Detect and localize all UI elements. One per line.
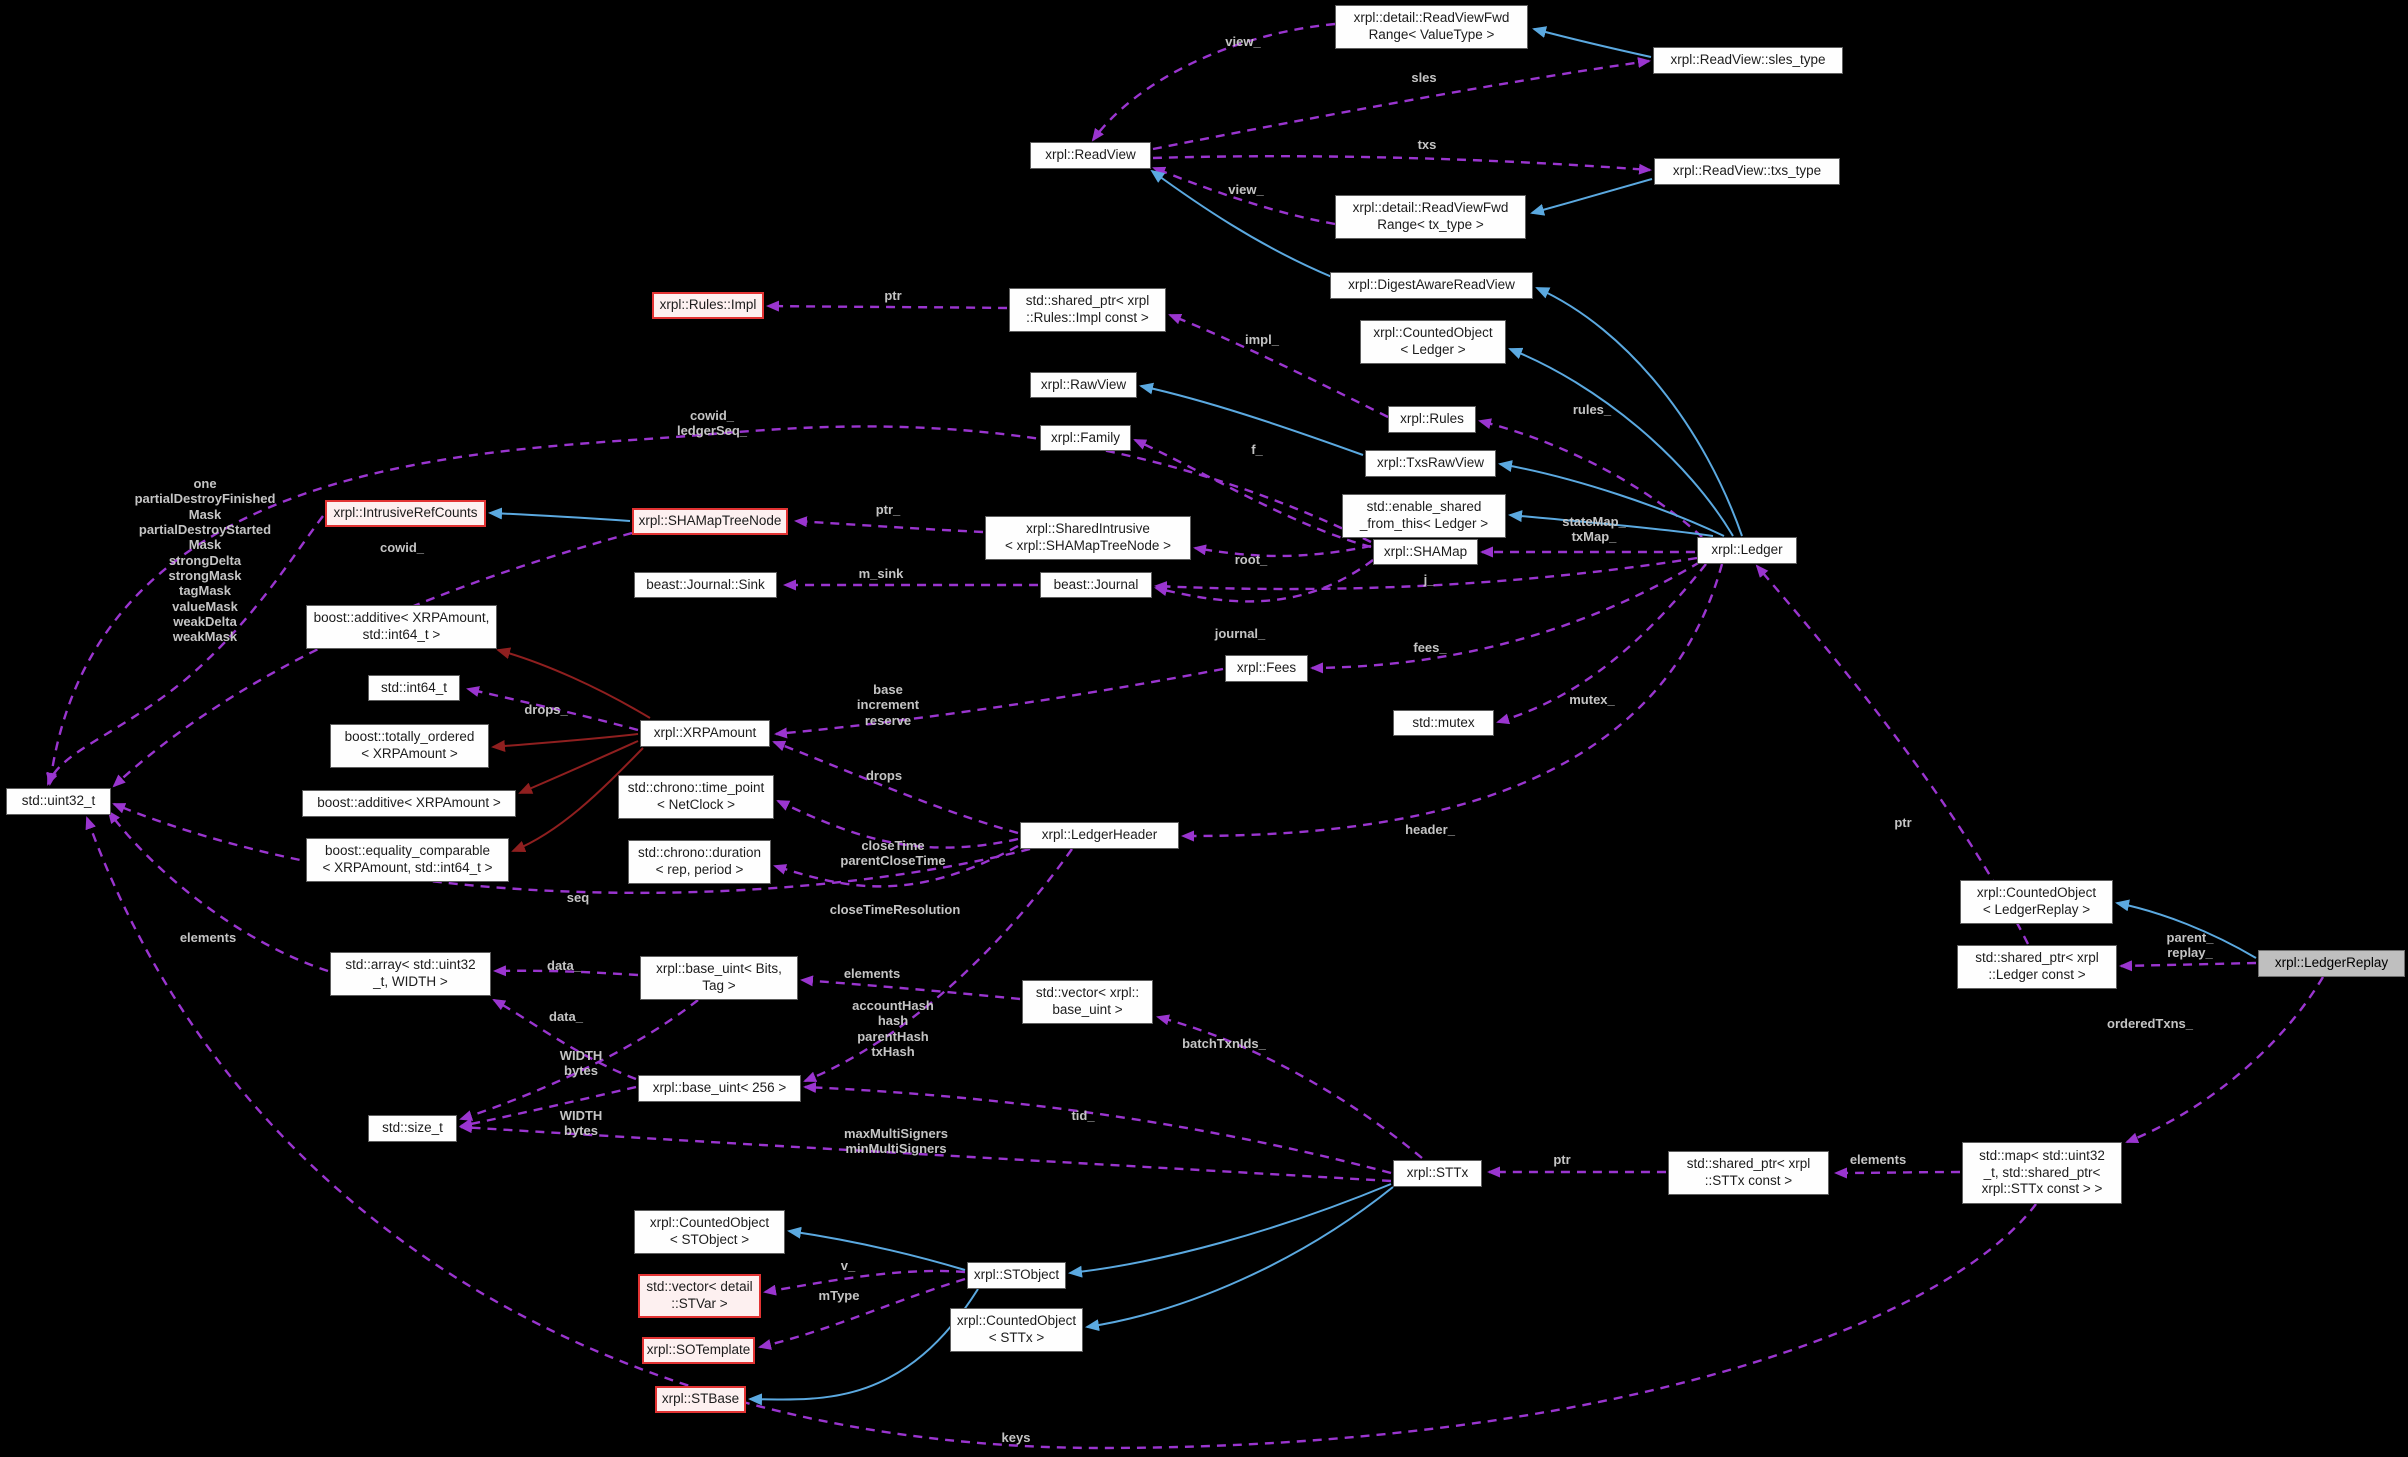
- node-sp-rules-impl[interactable]: std::shared_ptr< xrpl ::Rules::Impl cons…: [1009, 288, 1166, 332]
- edge-label-sles: sles: [1411, 70, 1437, 85]
- edge-label-batchtxnids: batchTxnIds_: [1182, 1036, 1266, 1051]
- node-rules[interactable]: xrpl::Rules: [1388, 406, 1476, 433]
- node-vector-stvar[interactable]: std::vector< detail ::STVar >: [638, 1274, 761, 1318]
- edge-label-fees: fees_: [1413, 640, 1447, 655]
- node-vector-base-uint[interactable]: std::vector< xrpl:: base_uint >: [1022, 980, 1153, 1024]
- edge-label-elements-map: elements: [1849, 1152, 1907, 1167]
- edge-label-multisigners: maxMultiSigners minMultiSigners: [843, 1126, 949, 1157]
- edge-label-closetime: closeTime parentCloseTime: [840, 838, 946, 869]
- node-st-base[interactable]: xrpl::STBase: [655, 1386, 746, 1413]
- edge-label-impl: impl_: [1245, 332, 1279, 347]
- edge-label-width-bytes-1: WIDTH bytes: [559, 1048, 603, 1079]
- node-so-template[interactable]: xrpl::SOTemplate: [642, 1337, 755, 1364]
- edge-label-elements-array: elements: [179, 930, 237, 945]
- edge-label-rules: rules_: [1572, 402, 1612, 417]
- node-esft-ledger[interactable]: std::enable_shared _from_this< Ledger >: [1342, 494, 1506, 538]
- edge-label-f: f_: [1251, 442, 1263, 457]
- edge-label-drops: drops: [865, 768, 903, 783]
- node-ledger-replay[interactable]: xrpl::LedgerReplay: [2258, 950, 2405, 977]
- node-sles-type[interactable]: xrpl::ReadView::sles_type: [1653, 47, 1843, 74]
- node-base-uint-bits[interactable]: xrpl::base_uint< Bits, Tag >: [640, 956, 798, 1000]
- edge-label-ptr-sttx: ptr: [1553, 1152, 1571, 1167]
- node-counted-ledger[interactable]: xrpl::CountedObject < Ledger >: [1360, 320, 1506, 364]
- edge-label-width-bytes-2: WIDTH bytes: [559, 1108, 603, 1139]
- node-size-t[interactable]: std::size_t: [368, 1115, 457, 1142]
- node-digest-aware-read-view[interactable]: xrpl::DigestAwareReadView: [1330, 272, 1533, 299]
- edge-label-parent-replay: parent_ replay_: [2166, 930, 2214, 961]
- node-additive-xrp-int64[interactable]: boost::additive< XRPAmount, std::int64_t…: [306, 605, 497, 649]
- node-base-uint-256[interactable]: xrpl::base_uint< 256 >: [638, 1075, 801, 1102]
- node-intrusive-ref-counts[interactable]: xrpl::IntrusiveRefCounts: [325, 500, 486, 527]
- edge-label-journal: journal_: [1214, 626, 1266, 641]
- edge-label-statemap: stateMap_ txMap_: [1562, 514, 1626, 545]
- node-array-uint32[interactable]: std::array< std::uint32 _t, WIDTH >: [330, 952, 491, 996]
- node-totally-ordered[interactable]: boost::totally_ordered < XRPAmount >: [330, 724, 489, 768]
- node-sp-ledger-const[interactable]: std::shared_ptr< xrpl ::Ledger const >: [1957, 945, 2117, 989]
- edge-label-orderedtxns: orderedTxns_: [2107, 1016, 2193, 1031]
- node-additive-xrp[interactable]: boost::additive< XRPAmount >: [302, 790, 516, 817]
- node-rvfr-tx[interactable]: xrpl::detail::ReadViewFwd Range< tx_type…: [1335, 195, 1526, 239]
- node-shared-intrusive[interactable]: xrpl::SharedIntrusive < xrpl::SHAMapTree…: [985, 516, 1191, 560]
- node-rules-impl[interactable]: xrpl::Rules::Impl: [652, 292, 764, 319]
- node-counted-sttx[interactable]: xrpl::CountedObject < STTx >: [950, 1308, 1083, 1352]
- edge-label-view-top: view_: [1225, 34, 1261, 49]
- node-txs-type[interactable]: xrpl::ReadView::txs_type: [1654, 158, 1840, 185]
- edge-label-view-bottom: view_: [1228, 182, 1264, 197]
- edge-label-drops-underscore: drops_: [524, 702, 568, 717]
- node-ledger[interactable]: xrpl::Ledger: [1697, 537, 1797, 564]
- edge-label-mutex: mutex_: [1569, 692, 1615, 707]
- node-family[interactable]: xrpl::Family: [1040, 425, 1131, 451]
- node-duration[interactable]: std::chrono::duration < rep, period >: [628, 840, 771, 884]
- node-sttx[interactable]: xrpl::STTx: [1393, 1160, 1482, 1187]
- edge-label-tid: tid_: [1071, 1108, 1095, 1123]
- edge-label-seq: seq: [566, 890, 590, 905]
- edge-label-mtype: mType: [818, 1288, 860, 1303]
- edge-label-keys: keys: [1001, 1430, 1031, 1445]
- edge-label-ptr-impl: ptr: [884, 288, 902, 303]
- node-read-view[interactable]: xrpl::ReadView: [1030, 142, 1151, 169]
- edge-label-ptr-si: ptr_: [875, 502, 901, 517]
- edge-label-txs: txs: [1417, 137, 1437, 152]
- edge-label-ptr-ledger: ptr: [1894, 815, 1912, 830]
- node-journal[interactable]: beast::Journal: [1040, 572, 1152, 598]
- edge-label-closetimeresolution: closeTimeResolution: [829, 902, 961, 917]
- node-st-object[interactable]: xrpl::STObject: [967, 1262, 1066, 1289]
- edge-label-j: j_: [1423, 572, 1435, 587]
- node-int64[interactable]: std::int64_t: [368, 675, 460, 701]
- node-raw-view[interactable]: xrpl::RawView: [1030, 372, 1137, 398]
- node-map-sttx[interactable]: std::map< std::uint32 _t, std::shared_pt…: [1962, 1142, 2122, 1204]
- node-sp-sttx[interactable]: std::shared_ptr< xrpl ::STTx const >: [1668, 1151, 1829, 1195]
- node-xrp-amount[interactable]: xrpl::XRPAmount: [640, 720, 770, 747]
- node-shamap[interactable]: xrpl::SHAMap: [1373, 539, 1478, 565]
- edge-label-cowid-treenode: cowid_: [379, 540, 425, 555]
- node-mutex[interactable]: std::mutex: [1393, 710, 1494, 736]
- edge-label-msink: m_sink: [858, 566, 904, 581]
- node-equality-comparable[interactable]: boost::equality_comparable < XRPAmount, …: [306, 838, 509, 882]
- edge-label-v: v_: [840, 1258, 856, 1273]
- edge-label-hashes: accountHash hash parentHash txHash: [852, 998, 934, 1059]
- edge-label-root: root_: [1234, 552, 1268, 567]
- edge-label-base-increment-reserve: base increment reserve: [856, 682, 920, 728]
- node-uint32[interactable]: std::uint32_t: [6, 788, 111, 815]
- edge-label-masks: one partialDestroyFinished Mask partialD…: [134, 476, 276, 645]
- node-counted-ledger-replay[interactable]: xrpl::CountedObject < LedgerReplay >: [1960, 880, 2113, 924]
- node-rvfr-value[interactable]: xrpl::detail::ReadViewFwd Range< ValueTy…: [1335, 5, 1528, 49]
- node-txs-raw-view[interactable]: xrpl::TxsRawView: [1365, 450, 1496, 477]
- edge-label-data-2: data_: [549, 1009, 583, 1024]
- node-fees[interactable]: xrpl::Fees: [1225, 655, 1308, 682]
- node-ledger-header[interactable]: xrpl::LedgerHeader: [1020, 822, 1179, 849]
- node-counted-stobject[interactable]: xrpl::CountedObject < STObject >: [634, 1210, 785, 1254]
- edge-label-cowid-shamap: cowid_ ledgerSeq_: [676, 408, 748, 439]
- edge-label-data-1: data_: [547, 958, 581, 973]
- edge-label-header: header_: [1405, 822, 1455, 837]
- node-journal-sink[interactable]: beast::Journal::Sink: [634, 572, 777, 598]
- node-time-point[interactable]: std::chrono::time_point < NetClock >: [618, 775, 774, 819]
- edge-label-elements-vector: elements: [843, 966, 901, 981]
- node-shamap-tree-node[interactable]: xrpl::SHAMapTreeNode: [632, 508, 788, 535]
